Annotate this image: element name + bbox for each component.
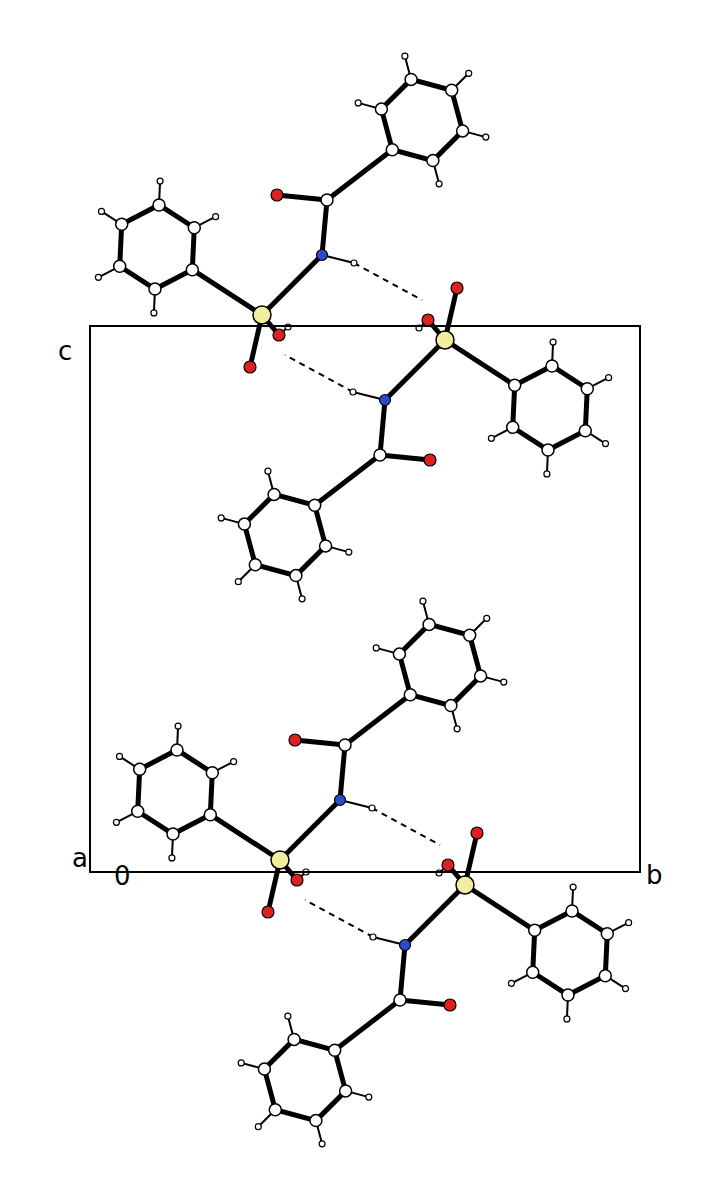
molecule	[238, 827, 631, 1147]
axis-label: a	[72, 845, 88, 871]
axis-label: c	[58, 338, 72, 364]
unit-cell	[90, 326, 640, 872]
origin-label: 0	[114, 863, 131, 889]
axis-label: b	[646, 862, 663, 888]
